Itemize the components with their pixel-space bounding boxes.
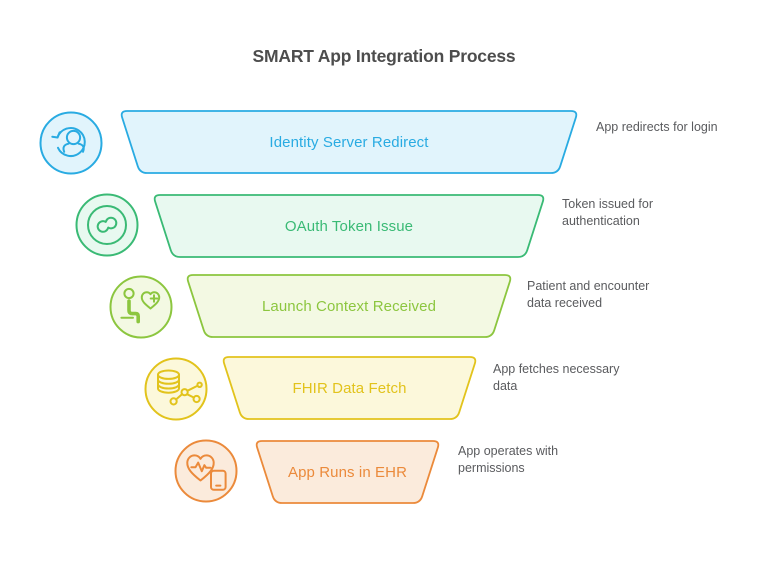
user-redirect-icon	[39, 111, 103, 175]
stage-label: OAuth Token Issue	[284, 217, 414, 235]
stage-label: Launch Context Received	[261, 297, 437, 315]
page-title: SMART App Integration Process	[252, 46, 516, 66]
oauth-token-icon	[75, 193, 139, 257]
funnel-stage-shape	[120, 110, 578, 174]
stage-label: Identity Server Redirect	[269, 133, 429, 151]
funnel-stage-shape	[222, 356, 477, 420]
stage-description: App fetches necessary data	[493, 362, 620, 393]
funnel-stage-shape	[255, 440, 440, 504]
stage-label: FHIR Data Fetch	[292, 379, 407, 397]
patient-context-icon	[109, 275, 173, 339]
stage-description: Patient and encounter data received	[527, 279, 650, 310]
ehr-app-icon	[174, 439, 238, 503]
stage-label: App Runs in EHR	[287, 463, 408, 481]
funnel-stage-shape	[186, 274, 512, 338]
stage-description: App redirects for login	[596, 120, 718, 134]
fhir-database-icon	[144, 357, 208, 421]
stage-description: App operates with permissions	[458, 444, 559, 475]
funnel-stage-shape	[153, 194, 545, 258]
stage-description: Token issued for authentication	[562, 197, 654, 228]
